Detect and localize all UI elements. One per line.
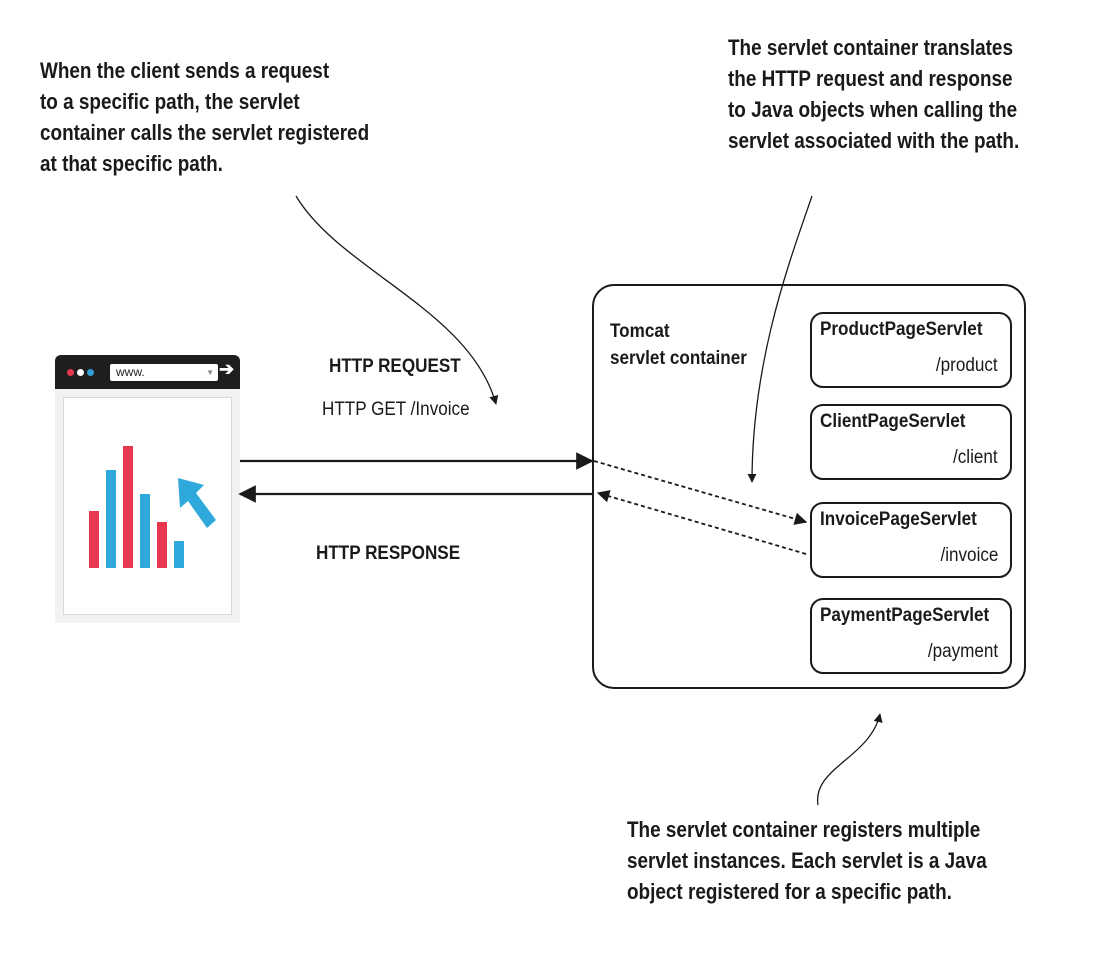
- servlet-client: ClientPageServlet /client: [810, 404, 1012, 480]
- callout-client-request: When the client sends a request to a spe…: [40, 58, 370, 176]
- servlet-payment: PaymentPageServlet /payment: [810, 598, 1012, 674]
- servlet-path: /payment: [927, 641, 998, 662]
- callout-translation: The servlet container translates the HTT…: [728, 35, 1020, 153]
- illustration-bar-6: [174, 541, 184, 568]
- bar-chart-illustration: [89, 446, 216, 568]
- browser-window-illustration: www. ▼ ➔: [55, 355, 240, 623]
- window-dot-blue: [87, 369, 94, 376]
- callout-left-connector: [295, 195, 499, 405]
- callout-bottom-connector: [817, 713, 883, 806]
- servlet-product: ProductPageServlet /product: [810, 312, 1012, 388]
- cursor-arrow-icon: [178, 478, 216, 528]
- servlet-name: ProductPageServlet: [820, 319, 983, 340]
- dispatch-arrow: [593, 460, 808, 525]
- http-request-label: HTTP REQUEST: [329, 356, 461, 377]
- servlet-name: InvoicePageServlet: [820, 509, 977, 530]
- window-dot-white: [77, 369, 84, 376]
- servlet-name: PaymentPageServlet: [820, 605, 990, 626]
- browser-page-content: [63, 397, 232, 615]
- callout-registration: The servlet container registers multiple…: [627, 817, 987, 904]
- container-title: Tomcat servlet container: [610, 321, 747, 369]
- chevron-down-icon: ▼: [206, 368, 214, 377]
- illustration-bar-5: [157, 522, 167, 568]
- illustration-bar-3: [123, 446, 133, 568]
- tomcat-servlet-container: [592, 284, 1026, 689]
- window-dot-red: [67, 369, 74, 376]
- browser-toolbar: www. ▼ ➔: [55, 355, 240, 389]
- illustration-bar-2: [106, 470, 116, 568]
- servlet-path: /product: [936, 355, 998, 376]
- address-bar: www. ▼: [110, 364, 218, 381]
- servlet-invoice: InvoicePageServlet /invoice: [810, 502, 1012, 578]
- servlet-name: ClientPageServlet: [820, 411, 966, 432]
- servlet-path: /client: [953, 447, 998, 468]
- return-arrow: [596, 490, 807, 555]
- address-bar-text: www.: [116, 365, 145, 379]
- illustration-bar-1: [89, 511, 99, 568]
- http-request-detail: HTTP GET /Invoice: [322, 399, 470, 420]
- callout-right-connector: [747, 195, 813, 483]
- http-response-label: HTTP RESPONSE: [316, 543, 461, 564]
- go-arrow-icon: ➔: [219, 359, 235, 379]
- illustration-bar-4: [140, 494, 150, 568]
- servlet-path: /invoice: [940, 545, 998, 566]
